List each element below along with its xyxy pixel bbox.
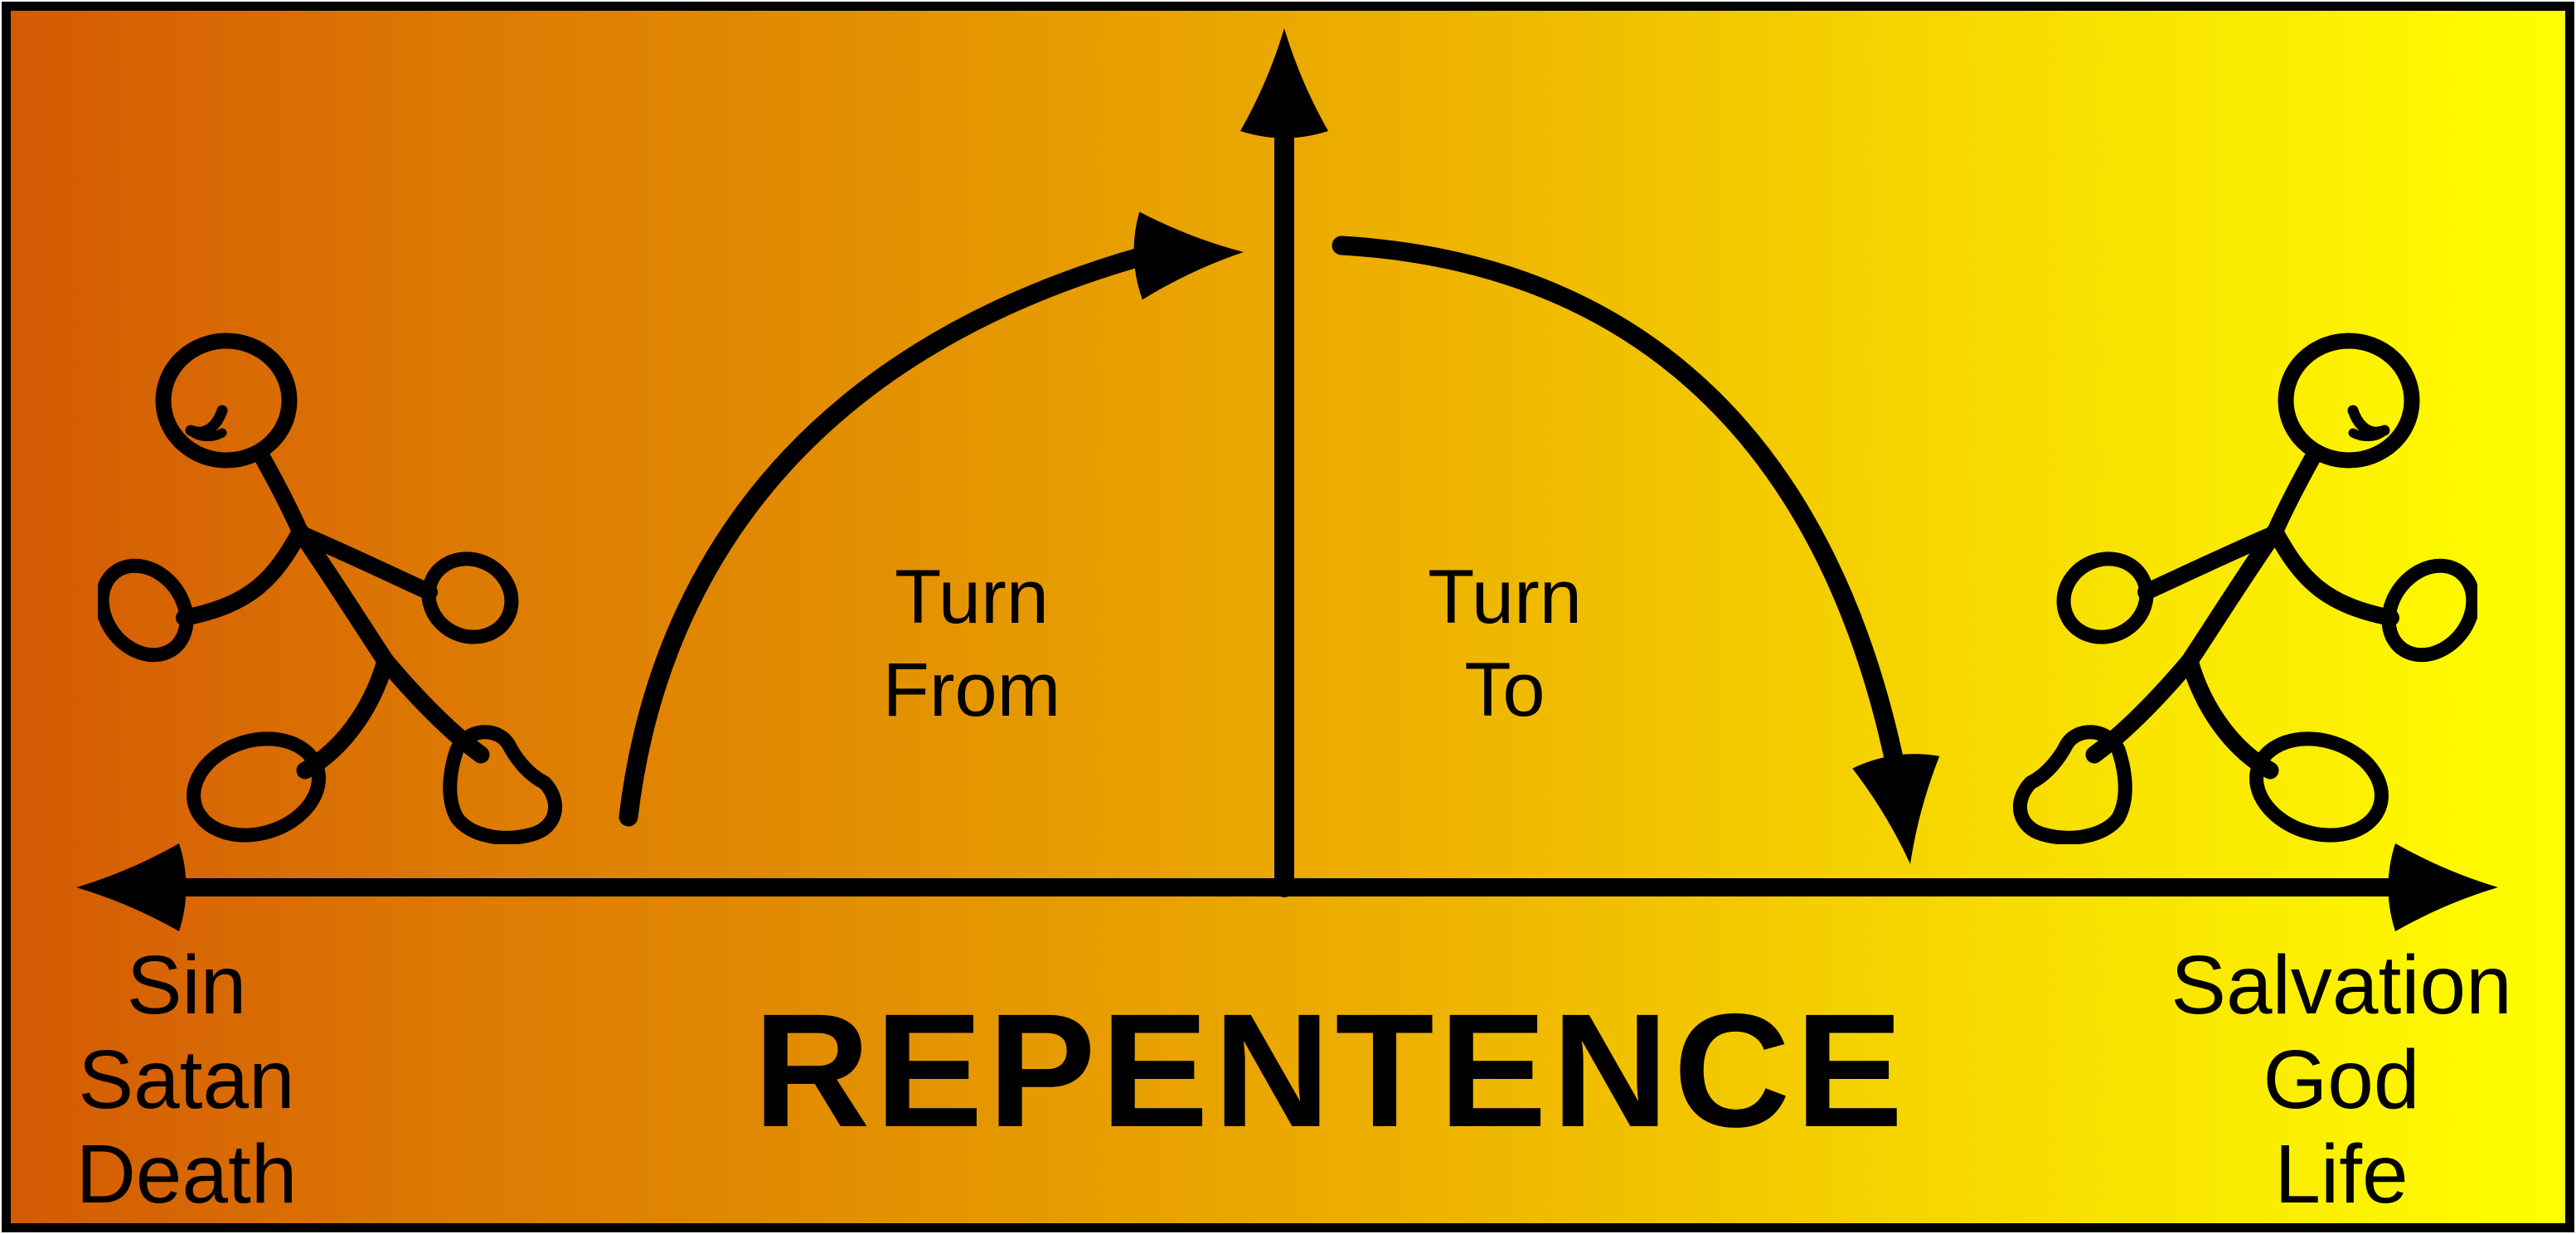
- turn-from-line1: Turn: [895, 555, 1049, 639]
- term-sin: Sin: [126, 939, 247, 1032]
- turn-from-line2: From: [882, 648, 1061, 732]
- term-god: God: [2263, 1033, 2420, 1126]
- axis-arrow-right-icon: [2388, 843, 2498, 931]
- walking-figure-left-icon: [98, 333, 563, 844]
- page-title: REPENTENCE: [753, 980, 1909, 1161]
- up-arrow-icon: [1240, 28, 1328, 897]
- term-satan: Satan: [78, 1033, 295, 1126]
- term-salvation: Salvation: [2171, 939, 2512, 1032]
- walking-figure-right-icon: [2012, 333, 2477, 844]
- turn-to-line2: To: [1464, 648, 1545, 732]
- turn-to-arc-arrow-icon: [1332, 236, 1954, 871]
- term-life: Life: [2274, 1128, 2409, 1221]
- axis-arrow-left-icon: [76, 843, 187, 931]
- turn-to-line1: Turn: [1428, 555, 1582, 639]
- turn-from-arc-arrow-icon: [619, 208, 1245, 827]
- term-death: Death: [75, 1128, 298, 1221]
